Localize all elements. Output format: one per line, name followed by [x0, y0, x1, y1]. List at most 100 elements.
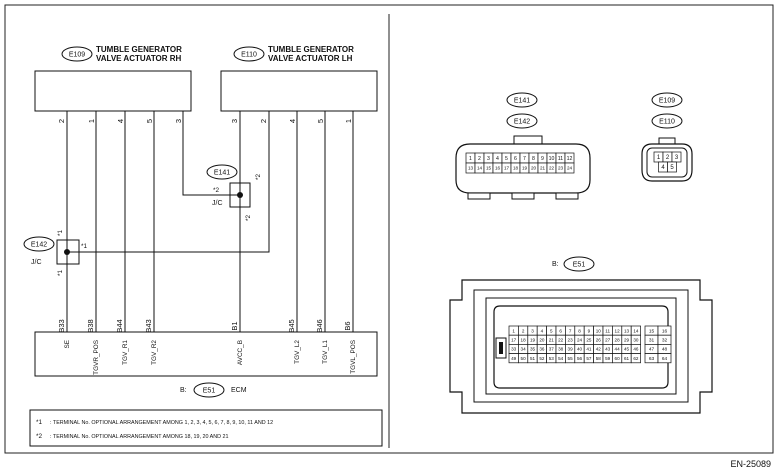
pin-number: 42 — [596, 347, 602, 352]
pin-number: 1 — [512, 328, 515, 333]
pin-number: 16 — [495, 166, 501, 171]
pin-number: 49 — [511, 356, 517, 361]
jc-e141-node — [237, 192, 243, 198]
pin-number: 52 — [539, 356, 545, 361]
pin-number: 19 — [522, 166, 528, 171]
rh-pin: 5 — [145, 119, 154, 123]
ecm-code-oval — [193, 382, 225, 398]
ecm-signal: TGV_R2 — [151, 340, 158, 365]
pin-number: 43 — [605, 347, 611, 352]
pin-number: 39 — [568, 347, 574, 352]
pin-number: 12 — [567, 156, 573, 162]
actuator-lh-box — [220, 70, 378, 112]
actuator-rh: E109 TUMBLE GENERATOR VALVE ACTUATOR RH — [34, 45, 192, 112]
pin-number: 21 — [540, 166, 546, 171]
pin-number: 38 — [558, 347, 564, 352]
lh-pin: 5 — [316, 119, 325, 123]
pin-number: 28 — [615, 337, 621, 342]
pin-number: 23 — [558, 166, 564, 171]
ecm-signal: TGV_L2 — [294, 340, 301, 364]
jc-e141-star-left: *2 — [213, 187, 219, 194]
pin-number: 10 — [549, 156, 555, 162]
pin-cell — [657, 353, 672, 364]
e109-latch — [658, 137, 676, 145]
pin-number: 6 — [559, 328, 562, 333]
e51-code: E51 — [573, 262, 586, 269]
actuator-rh-code: E109 — [69, 52, 85, 59]
pin-number: 30 — [633, 337, 639, 342]
lh-pin: 3 — [230, 119, 239, 123]
wires — [66, 111, 354, 332]
pin-number: 17 — [504, 166, 510, 171]
pin-number: 55 — [568, 356, 574, 361]
pin-number: 63 — [649, 356, 655, 362]
pin-number: 8 — [532, 156, 535, 162]
lh-pin: 4 — [288, 119, 297, 123]
pin-number: 7 — [569, 328, 572, 333]
pin-number: 3 — [675, 155, 679, 161]
rh-pin: 3 — [174, 119, 183, 123]
pin-number: 4 — [496, 156, 499, 162]
e109-code: E109 — [659, 98, 675, 105]
pin-number: 1 — [657, 155, 661, 161]
e142-oval — [506, 113, 538, 129]
rh-pin: 4 — [116, 119, 125, 123]
pin-number: 64 — [662, 356, 668, 362]
e51-inner-shell-2 — [485, 297, 677, 395]
ecm-name: ECM — [231, 387, 247, 394]
pin-number: 7 — [523, 156, 526, 162]
pin-number: 41 — [586, 347, 592, 352]
ecm-terminal: B46 — [315, 319, 324, 332]
pin-number: 5 — [505, 156, 508, 162]
e110-oval — [651, 113, 683, 129]
pin-number: 20 — [531, 166, 537, 171]
wire — [182, 111, 230, 196]
pin-number: 17 — [511, 337, 517, 342]
notes: *1 : TERMINAL No. OPTIONAL ARRANGEMENT A… — [29, 409, 383, 447]
pin-number: 2 — [478, 156, 481, 162]
pin-number: 37 — [549, 347, 555, 352]
ecm-terminal: B1 — [230, 321, 239, 330]
pin-number: 44 — [615, 347, 621, 352]
jc-e142-star-bottom: *1 — [57, 270, 64, 276]
jc-e142-code-oval — [23, 236, 55, 252]
e51-oval — [563, 256, 595, 272]
e141-foot — [555, 192, 579, 200]
ecm: B33 B38 B44 B43 B1 B45 B46 B6 SE TGVR_PO… — [34, 319, 378, 398]
pin-number: 59 — [605, 356, 611, 361]
pin-number: 13 — [624, 328, 630, 333]
jc-e142-star-right: *1 — [81, 243, 87, 250]
pin-cell — [667, 161, 677, 173]
pin-number: 11 — [605, 328, 610, 333]
jc-e141-star-bottom: *2 — [245, 215, 252, 221]
ecm-signal: TGV_L1 — [322, 340, 329, 364]
pin-cell — [630, 353, 641, 364]
pin-number: 40 — [577, 347, 583, 352]
actuator-lh-title-1: TUMBLE GENERATOR — [268, 45, 354, 54]
pin-number: 33 — [511, 347, 517, 352]
jc-e141: E141 *2 *2 *2 J/C — [206, 164, 262, 221]
pin-number: 21 — [549, 337, 555, 342]
outer-frame — [4, 4, 774, 454]
actuator-lh-title-2: VALVE ACTUATOR LH — [268, 54, 353, 63]
ecm-terminal: B33 — [57, 319, 66, 332]
note-2-text: : TERMINAL No. OPTIONAL ARRANGEMENT AMON… — [50, 434, 229, 440]
pin-number: 6 — [514, 156, 517, 162]
jc-e141-star-top: *2 — [255, 174, 262, 180]
pin-cell — [564, 162, 575, 174]
actuator-lh: E110 TUMBLE GENERATOR VALVE ACTUATOR LH — [220, 45, 378, 112]
note-2-mark: *2 — [36, 433, 42, 440]
pin-number: 18 — [521, 337, 527, 342]
pin-number: 3 — [487, 156, 490, 162]
e141-foot — [511, 192, 535, 200]
note-1-text: : TERMINAL No. OPTIONAL ARRANGEMENT AMON… — [50, 420, 273, 426]
pin-number: 34 — [521, 347, 527, 352]
actuator-lh-pins: 3 2 4 5 1 — [230, 119, 353, 123]
pin-number: 50 — [521, 356, 527, 361]
pin-number: 22 — [558, 337, 564, 342]
pin-number: 8 — [578, 328, 581, 333]
